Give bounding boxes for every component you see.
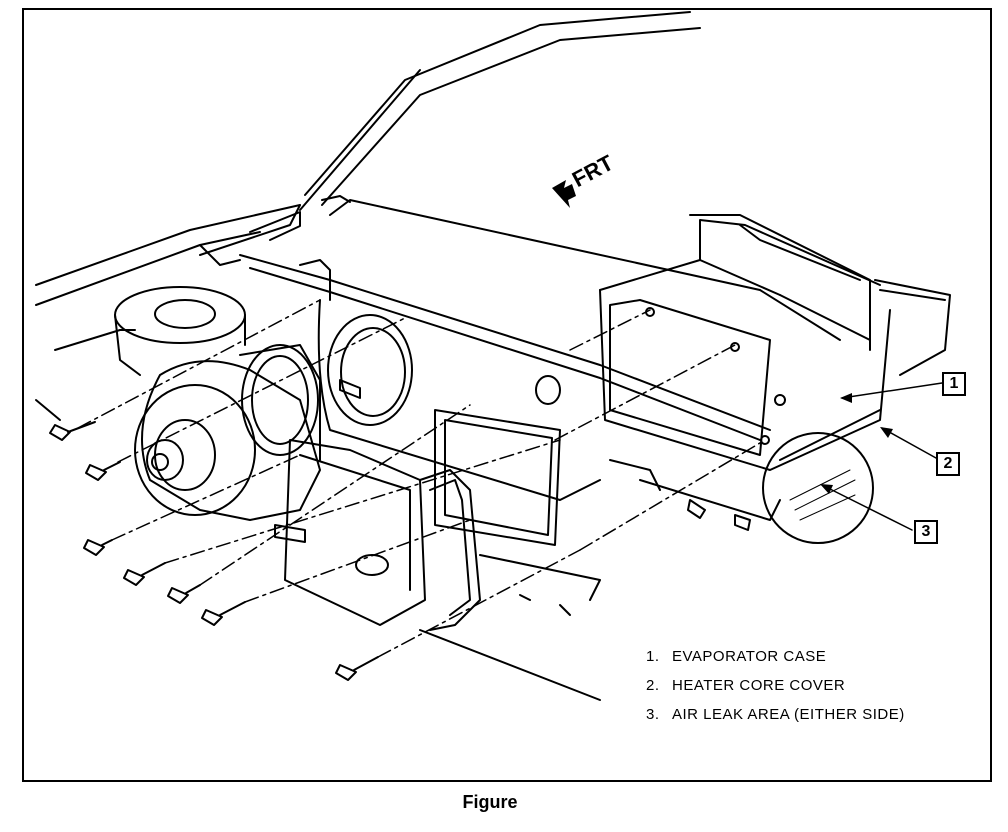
bolt bbox=[335, 656, 379, 681]
legend-text: EVAPORATOR CASE bbox=[672, 648, 827, 665]
figure-caption: Figure bbox=[462, 792, 518, 812]
legend-number: 1. bbox=[646, 648, 660, 665]
bolt bbox=[85, 461, 121, 481]
bolt bbox=[49, 421, 96, 441]
legend-text: HEATER CORE COVER bbox=[672, 677, 846, 694]
callout-3: 3 bbox=[914, 520, 938, 544]
bolt bbox=[83, 539, 113, 556]
windshield-frame bbox=[299, 11, 841, 341]
legend-item-3: 3. AIR LEAK AREA (EITHER SIDE) bbox=[646, 706, 905, 723]
leader-1 bbox=[841, 382, 943, 399]
legend-item-1: 1. EVAPORATOR CASE bbox=[646, 648, 826, 665]
callout-leaders bbox=[821, 382, 943, 531]
evaporator-case bbox=[599, 214, 951, 531]
callout-1: 1 bbox=[942, 372, 966, 396]
air-leak-detail-circle bbox=[762, 432, 874, 544]
callout-2: 2 bbox=[936, 452, 960, 476]
bolt bbox=[123, 562, 166, 586]
legend-item-2: 2. HEATER CORE COVER bbox=[646, 677, 845, 694]
blower-motor bbox=[134, 344, 321, 521]
left-fender bbox=[35, 204, 301, 351]
heater-core-cover bbox=[274, 409, 561, 631]
floor-pan bbox=[35, 399, 601, 701]
leader-2 bbox=[881, 427, 937, 459]
bolt bbox=[201, 601, 246, 626]
legend-number: 2. bbox=[646, 677, 660, 694]
leader-3 bbox=[821, 484, 913, 531]
diagram-frame bbox=[22, 8, 992, 782]
strut-tower bbox=[114, 286, 246, 376]
front-direction-arrow bbox=[552, 180, 576, 208]
mounting-bolts bbox=[49, 421, 379, 681]
bolt bbox=[167, 584, 201, 604]
legend-number: 3. bbox=[646, 706, 660, 723]
firewall-panel bbox=[239, 254, 771, 501]
legend-text: AIR LEAK AREA (EITHER SIDE) bbox=[672, 706, 905, 723]
leader-arrowheads bbox=[820, 393, 893, 494]
